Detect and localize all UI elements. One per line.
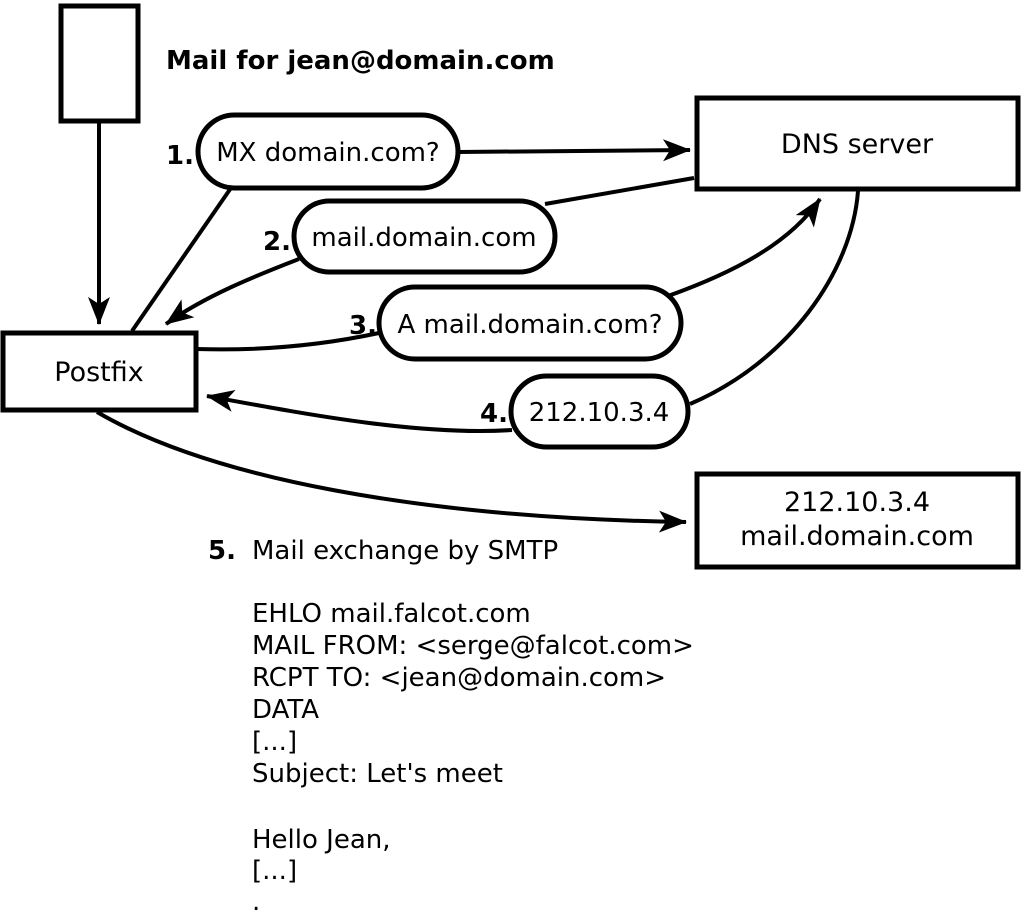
postfix-label: Postfix	[54, 357, 143, 388]
step2-number: 2.	[263, 227, 291, 257]
mail-server-ip-label: 212.10.3.4	[784, 487, 930, 518]
step2-answer-pill	[291, 198, 558, 275]
step1-query-label: MX domain.com?	[216, 138, 439, 168]
smtp-line: [...]	[252, 856, 297, 886]
arrow-answer4-to-postfix	[206, 390, 513, 434]
arrow-answer2-to-postfix	[164, 257, 300, 326]
smtp-line: .	[252, 887, 260, 917]
step1-query-pill	[195, 112, 461, 191]
step5-number: 5.	[208, 536, 236, 566]
arrow-query3-to-dns	[667, 197, 822, 298]
step4-answer-label: 212.10.3.4	[529, 398, 670, 428]
mail-message-node	[58, 3, 141, 124]
smtp-line: RCPT TO: <jean@domain.com>	[252, 663, 666, 693]
line-postfix-to-query1	[130, 183, 235, 333]
smtp-session-transcript: EHLO mail.falcot.com MAIL FROM: <serge@f…	[252, 599, 694, 917]
step3-query-pill	[376, 284, 684, 362]
step5-label: Mail exchange by SMTP	[252, 536, 558, 566]
mail-server-host-label: mail.domain.com	[740, 521, 974, 552]
dns-server-label: DNS server	[781, 129, 934, 160]
smtp-line: DATA	[252, 695, 319, 725]
line-postfix-to-query3	[195, 331, 380, 352]
smtp-line: MAIL FROM: <serge@falcot.com>	[252, 631, 694, 661]
line-dns-to-answer2	[544, 176, 695, 206]
mail-note: Mail for jean@domain.com	[166, 46, 555, 76]
arrow-postfix-to-mailserver	[95, 410, 687, 533]
postfix-node	[0, 330, 199, 413]
step3-number: 3.	[349, 311, 377, 341]
smtp-line: [...]	[252, 727, 297, 757]
dns-server-node	[694, 95, 1021, 192]
smtp-line: Subject: Let's meet	[252, 759, 503, 789]
arrow-query1-to-dns	[457, 139, 691, 162]
step4-answer-pill	[508, 373, 691, 450]
mail-server-node	[694, 471, 1021, 570]
smtp-line: EHLO mail.falcot.com	[252, 599, 531, 629]
step4-number: 4.	[480, 399, 508, 429]
step2-answer-label: mail.domain.com	[311, 223, 536, 253]
smtp-line: Hello Jean,	[252, 825, 391, 855]
step3-query-label: A mail.domain.com?	[398, 310, 663, 340]
line-dns-to-answer4	[689, 190, 860, 406]
step1-number: 1.	[166, 141, 194, 171]
